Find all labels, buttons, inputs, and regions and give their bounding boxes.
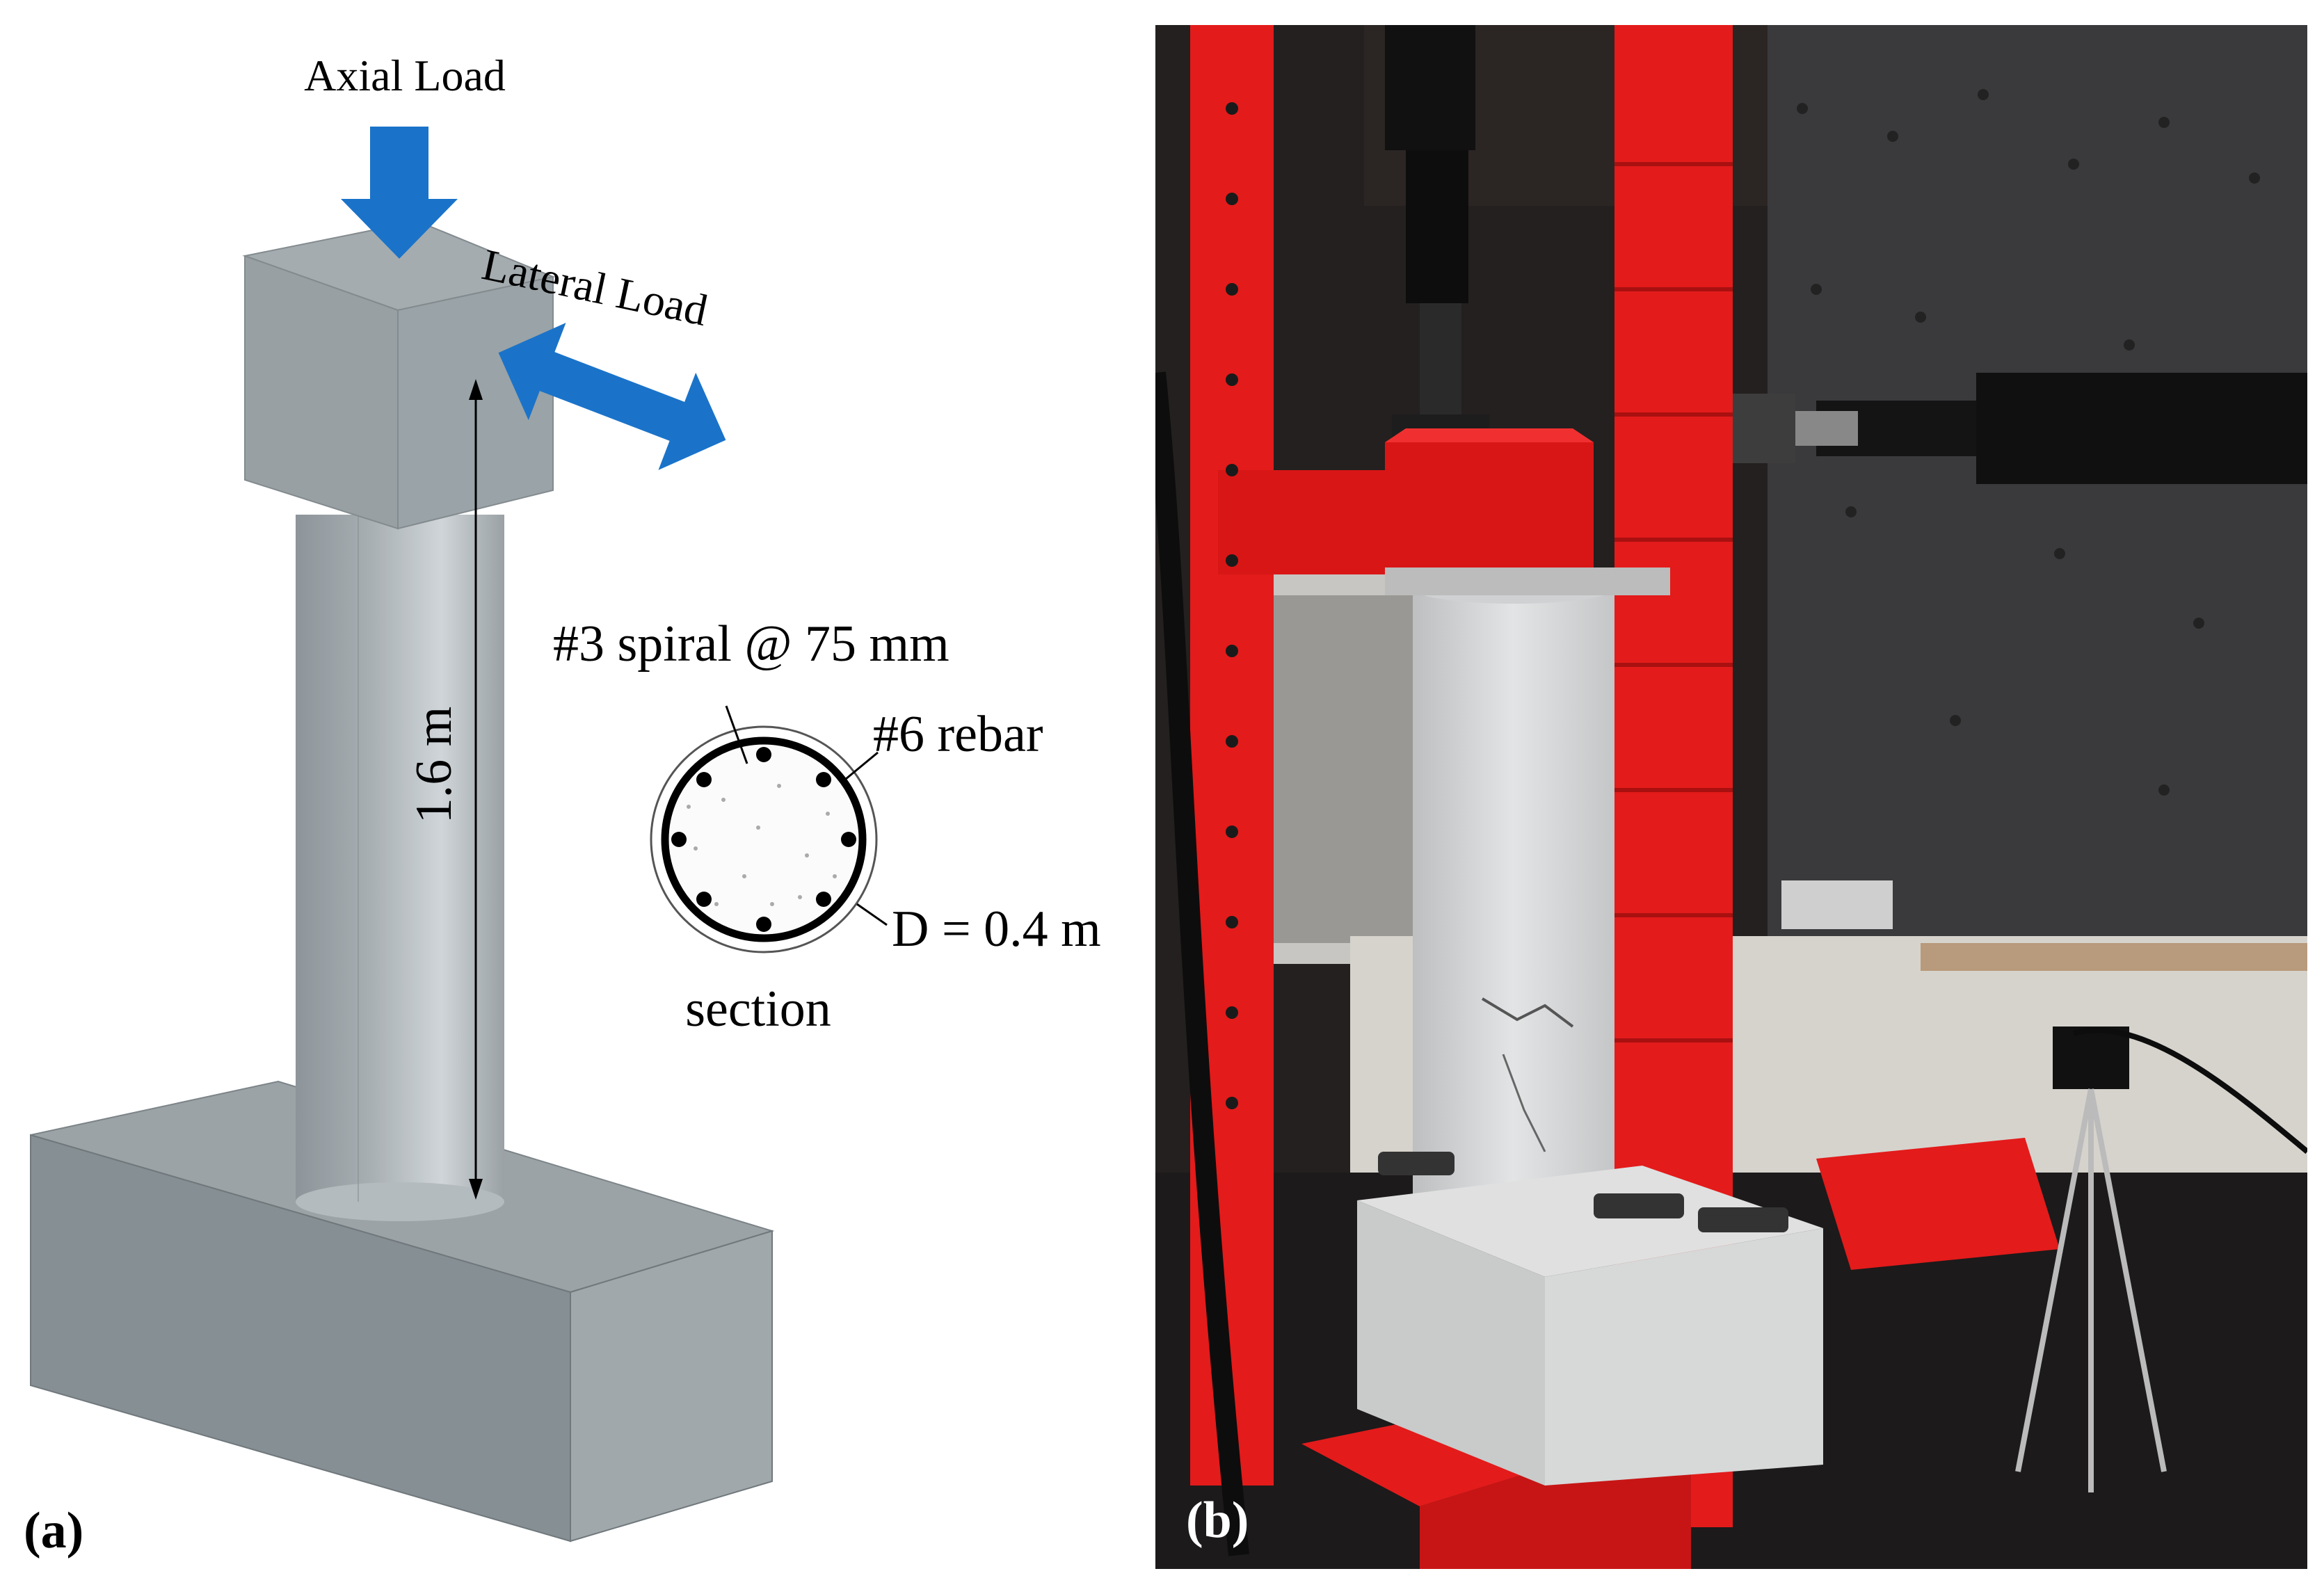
panel-a-schematic: 1.6 m Axial Load Lateral Load #3 spiral …: [0, 0, 1141, 1591]
diameter-label: D = 0.4 m: [892, 901, 1101, 958]
loading-cap: [242, 220, 556, 530]
column-shaft: [296, 515, 504, 1221]
spiral-label: #3 spiral @ 75 mm: [553, 615, 949, 673]
axial-load-label: Axial Load: [304, 51, 506, 100]
panel-b-photo: (b): [1155, 25, 2307, 1569]
reaction-frame-left: [1190, 25, 1399, 1486]
test-loading-cap: [1385, 428, 1670, 595]
camera-tripod: [2015, 1027, 2167, 1492]
test-setup-photo: (b): [1155, 25, 2307, 1569]
section-label: section: [685, 981, 831, 1038]
rebar-label: #6 rebar: [873, 706, 1043, 763]
height-label: 1.6 m: [406, 707, 463, 824]
footing-sensors: [1378, 1152, 1788, 1232]
cross-section-diagram: [650, 705, 888, 953]
test-specimen-column: [1413, 573, 1614, 1200]
panel-a-label: (a): [24, 1502, 83, 1559]
column-schematic: 1.6 m Axial Load Lateral Load #3 spiral …: [24, 51, 1101, 1559]
height-dimension: [469, 379, 483, 1200]
rebar-dots: [671, 747, 856, 932]
axial-load-arrow-icon: [341, 127, 458, 259]
panel-b-label: (b): [1186, 1492, 1249, 1549]
lateral-load-arrow-icon: [498, 323, 726, 470]
test-specimen-footing: [1357, 1166, 1823, 1486]
